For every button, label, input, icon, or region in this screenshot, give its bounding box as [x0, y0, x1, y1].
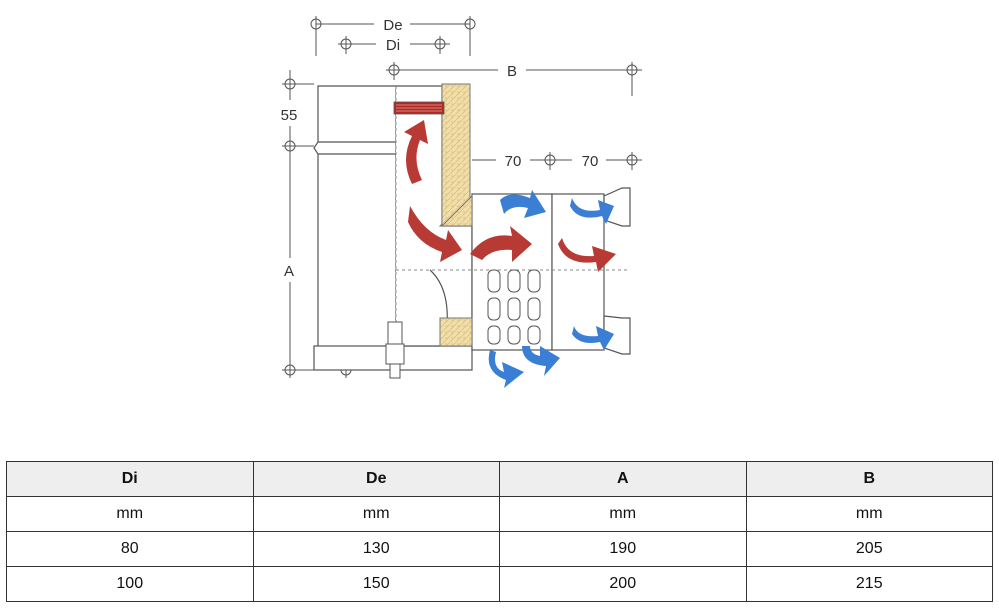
table-row: 100 150 200 215 — [6, 566, 993, 602]
table-units-row: mm mm mm mm — [6, 496, 993, 532]
header-b: B — [745, 461, 993, 497]
cold-arrow-5 — [522, 346, 560, 376]
dimension-label-b: B — [507, 63, 517, 80]
dimension-label-di: Di — [386, 37, 400, 54]
dimensions-table: Di De A B mm mm mm mm 80 130 190 205 100… — [6, 461, 993, 602]
drain-fitting — [385, 321, 405, 379]
dimension-label-55: 55 — [281, 107, 298, 124]
table-cell: 215 — [745, 566, 993, 602]
dimension-label-70-second: 70 — [582, 153, 599, 170]
hot-arrow-1 — [404, 120, 428, 184]
table-header-row: Di De A B — [6, 461, 993, 497]
header-de: De — [252, 461, 500, 497]
table-cell: 80 — [6, 531, 254, 567]
table-cell: 150 — [252, 566, 500, 602]
hot-arrow-4 — [558, 238, 616, 272]
unit-cell: mm — [499, 496, 747, 532]
insulation — [438, 83, 473, 347]
dimension-label-a: A — [284, 263, 294, 280]
table-row: 80 130 190 205 — [6, 531, 993, 567]
slotted-grille — [487, 269, 541, 345]
table-cell: 130 — [252, 531, 500, 567]
unit-cell: mm — [6, 496, 254, 532]
unit-cell: mm — [745, 496, 993, 532]
fresh-air-flow-arrows — [488, 190, 614, 388]
hot-arrow-2 — [408, 206, 462, 262]
unit-cell: mm — [252, 496, 500, 532]
dimension-label-70-first: 70 — [505, 153, 522, 170]
flue-tee-diagram: De Di B 55 A 85 70 70 — [281, 16, 642, 388]
dimension-label-de: De — [383, 17, 402, 34]
flue-gas-flow-arrows — [404, 120, 616, 272]
table-cell: 200 — [499, 566, 747, 602]
cold-arrow-2 — [570, 198, 614, 224]
cold-arrow-4 — [488, 350, 524, 388]
header-a: A — [499, 461, 747, 497]
hot-arrow-3 — [470, 226, 532, 262]
header-di: Di — [6, 461, 254, 497]
cold-arrow-1 — [500, 190, 546, 218]
table-cell: 205 — [745, 531, 993, 567]
table-cell: 190 — [499, 531, 747, 567]
top-grille — [393, 101, 445, 115]
table-cell: 100 — [6, 566, 254, 602]
cold-arrow-3 — [572, 326, 614, 350]
